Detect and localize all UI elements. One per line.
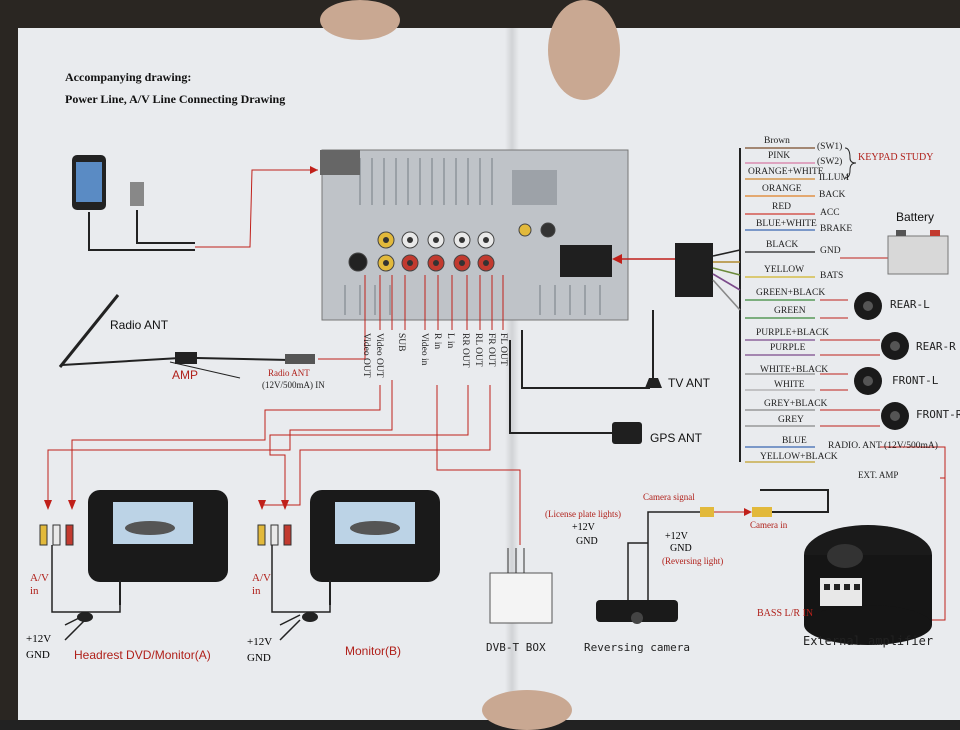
- wire-color-blue-white: BLUE+WHITE: [756, 219, 817, 229]
- vlabel-l-in: L in: [445, 333, 455, 349]
- cam-12v-label: +12V: [665, 531, 688, 542]
- wire-color-yellow: YELLOW: [764, 265, 805, 275]
- v12-left-label: +12V: [26, 633, 52, 645]
- av-in-left-label: A/V in: [30, 572, 49, 598]
- wire-color-orange-white: ORANGE+WHITE: [748, 167, 824, 177]
- keypad-study-label: KEYPAD STUDY: [858, 152, 934, 163]
- vlabel-r-in: R in: [432, 333, 442, 350]
- wire-func-illum: ILLUM: [819, 173, 850, 183]
- amp-box: [175, 352, 197, 364]
- external-amplifier-label: External amplifier: [803, 634, 934, 648]
- wire-color-black: BLACK: [766, 240, 799, 250]
- monitor-b-label: Monitor(B): [345, 644, 402, 658]
- av-in-right-text: A/V in: [252, 572, 271, 597]
- radio-ant-in-spec: (12V/500mA) IN: [262, 380, 325, 390]
- heading-connecting-drawing: Power Line, A/V Line Connecting Drawing: [65, 92, 286, 106]
- lp-gnd-label: GND: [576, 536, 598, 547]
- dvbt-box-label: DVB-T BOX: [486, 641, 546, 654]
- vlabel-rr-out: RR OUT: [460, 333, 470, 368]
- speaker-rear-r: REAR-R: [916, 340, 956, 353]
- lp-12v-label: +12V: [572, 522, 595, 533]
- wire-func-gnd: GND: [820, 246, 841, 256]
- wire-color-grey-black: GREY+BLACK: [764, 399, 828, 409]
- usb-port: [320, 150, 360, 175]
- amp-label: AMP: [172, 368, 199, 382]
- av-in-left-text: A/V in: [30, 572, 49, 597]
- wire-func-sw1: (SW1): [817, 142, 843, 152]
- reversing-camera-label: Reversing camera: [584, 641, 690, 654]
- vlabel-fr-out: FR OUT: [486, 333, 496, 367]
- headrest-label: Headrest DVD/Monitor(A): [74, 648, 211, 662]
- vlabel-video-out-2: Video OUT: [374, 333, 384, 378]
- radio-ant-in-label: Radio ANT: [268, 368, 310, 378]
- gnd-right-label: GND: [247, 652, 271, 664]
- av-in-right-label: A/V in: [252, 572, 271, 598]
- wire-color-white-black: WHITE+BLACK: [760, 365, 829, 375]
- thumb-top: [320, 0, 400, 40]
- wire-func-brake: BRAKE: [820, 224, 853, 234]
- monitor-b: [310, 490, 440, 605]
- speaker-rear-l: REAR-L: [890, 298, 930, 311]
- gnd-left-label: GND: [26, 649, 50, 661]
- head-unit-back-panel: [321, 149, 629, 321]
- headrest-monitor-a: [88, 490, 228, 605]
- wire-func-radio-ant: RADIO. ANT (12V/500mA): [828, 441, 938, 451]
- wire-color-brown: Brown: [764, 136, 790, 146]
- camera-in-label: Camera in: [750, 520, 788, 530]
- wire-color-green: GREEN: [774, 306, 806, 316]
- vlabel-video-in: Video in: [419, 333, 429, 366]
- harness-socket: [560, 245, 612, 277]
- reversing-light-label: (Reversing light): [662, 556, 724, 566]
- usb-stick: [130, 182, 144, 206]
- vlabel-sub: SUB: [396, 333, 406, 352]
- bass-label: BASS L/R IN: [757, 608, 814, 619]
- camera-signal-label: Camera signal: [643, 492, 695, 502]
- battery-label: Battery: [896, 210, 935, 224]
- wire-func-acc: ACC: [820, 208, 840, 218]
- wire-func-bats: BATS: [820, 271, 844, 281]
- dvbt-box-shape: [489, 572, 553, 624]
- radio-ant-label: Radio ANT: [110, 318, 169, 332]
- cam-gnd-label: GND: [670, 543, 692, 554]
- reversing-camera-shape: [596, 600, 678, 622]
- vlabel-fl-out: FL OUT: [498, 333, 508, 366]
- ext-amp-label: EXT. AMP: [858, 470, 899, 480]
- vlabel-rl-out: RL OUT: [473, 333, 483, 367]
- license-plate-label: (License plate lights): [545, 509, 621, 519]
- wire-color-green-black: GREEN+BLACK: [756, 288, 826, 298]
- wire-func-sw2: (SW2): [817, 157, 843, 167]
- v12-right-label: +12V: [247, 636, 273, 648]
- wire-color-pink: PINK: [768, 151, 791, 161]
- gps-ant-label: GPS ANT: [650, 431, 703, 445]
- wire-color-red: RED: [772, 202, 791, 212]
- harness-plug: [675, 243, 713, 297]
- tv-ant-label: TV ANT: [668, 376, 711, 390]
- wire-color-yellow-black: YELLOW+BLACK: [760, 452, 838, 462]
- wire-color-purple-black: PURPLE+BLACK: [756, 328, 829, 338]
- wire-color-purple: PURPLE: [770, 343, 806, 353]
- battery-shape: [887, 235, 949, 275]
- speaker-front-l: FRONT-L: [892, 374, 939, 387]
- finger-right-top: [548, 0, 620, 100]
- wire-func-back: BACK: [819, 190, 846, 200]
- vlabel-video-out-1: Video OUT: [361, 333, 371, 378]
- wire-color-white: WHITE: [774, 380, 805, 390]
- speaker-front-r: FRONT-R: [916, 408, 960, 421]
- gps-antenna: [612, 422, 642, 444]
- wire-color-orange: ORANGE: [762, 184, 802, 194]
- wire-color-blue: BLUE: [782, 436, 807, 446]
- wire-color-grey: GREY: [778, 415, 804, 425]
- heading-accompanying: Accompanying drawing:: [65, 70, 192, 84]
